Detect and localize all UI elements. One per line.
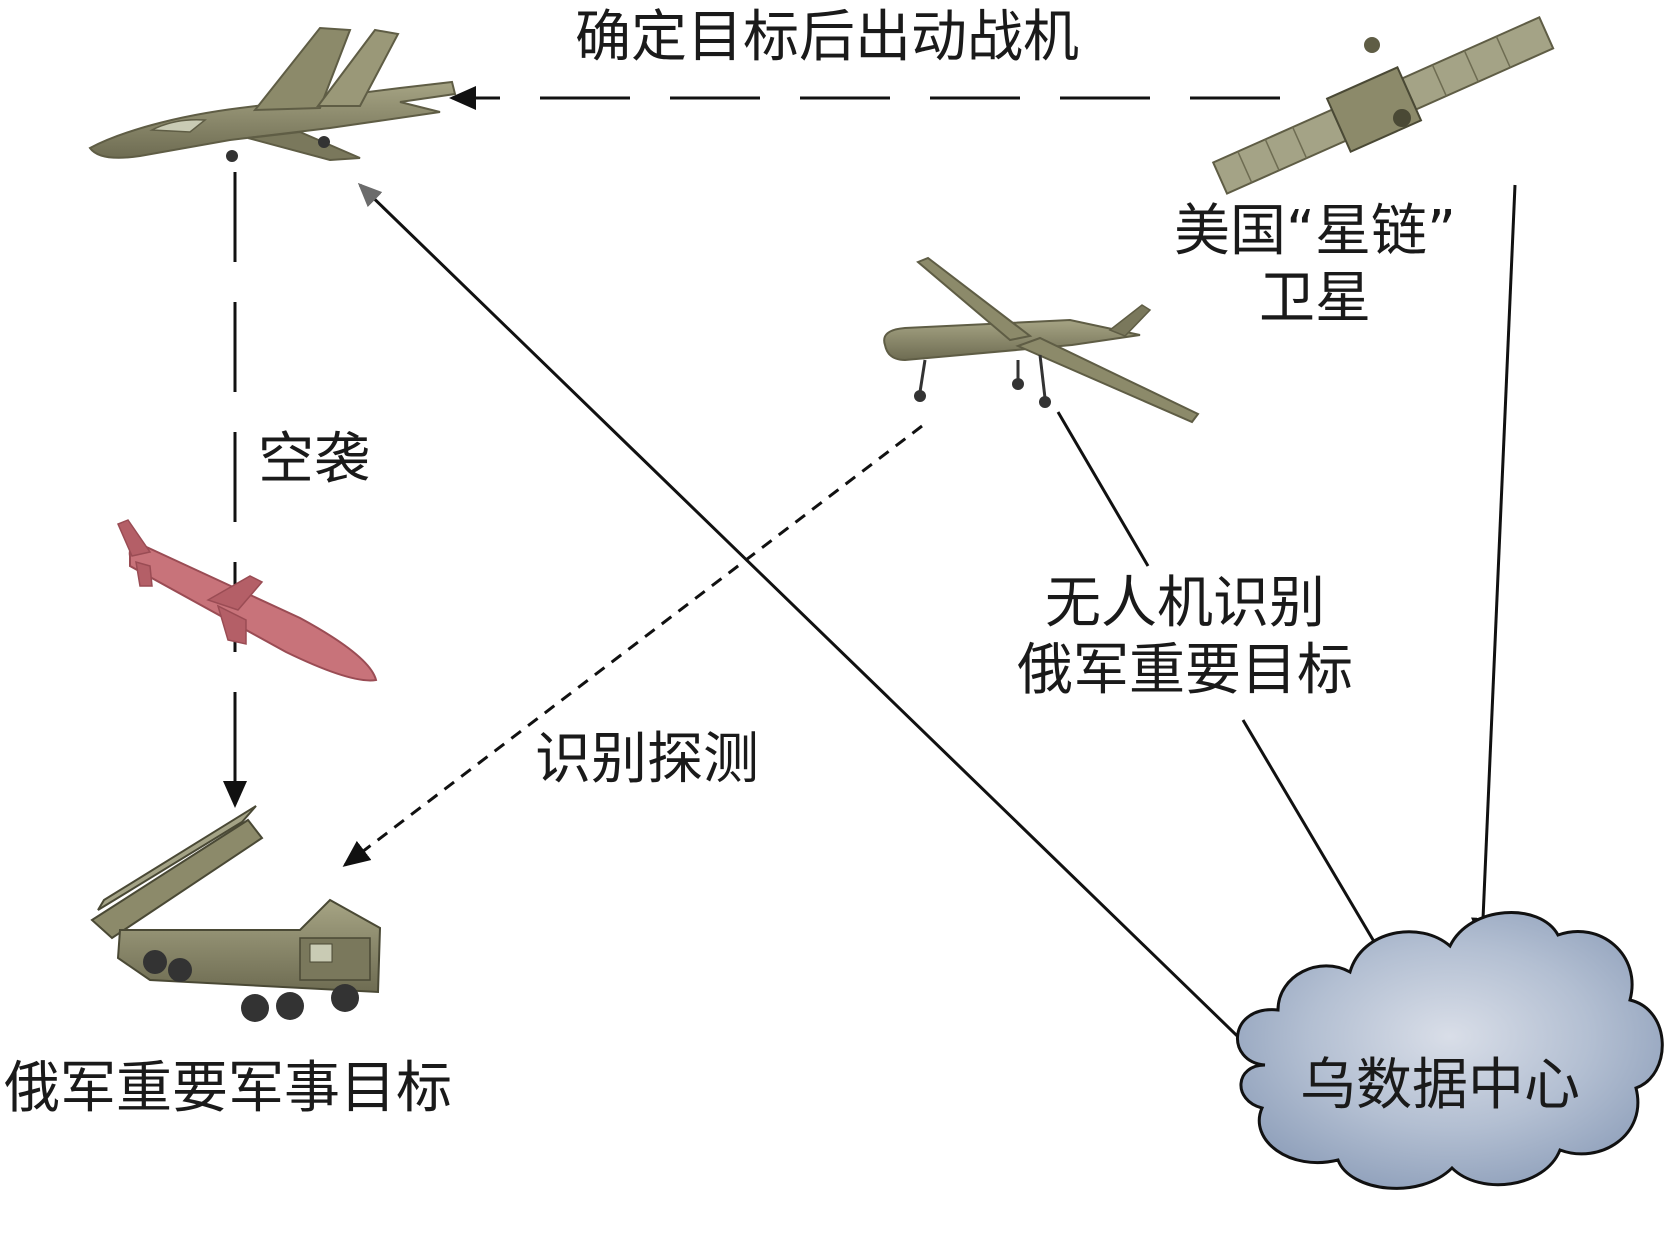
missile-icon (117, 519, 378, 682)
data-center-label: 乌数据中心 (1300, 1053, 1580, 1118)
drone-to-datacenter-line-b (1241, 719, 1394, 973)
datacenter-to-fighter-arrow (357, 182, 1264, 1062)
satellite-icon (1211, 16, 1555, 195)
data-center-cloud-icon (1235, 911, 1664, 1190)
drone-label-line2: 俄军重要目标 (1017, 638, 1353, 704)
air-strike-label: 空袭 (258, 427, 370, 492)
detection-label: 识别探测 (535, 727, 759, 792)
missile-launcher-truck-icon (90, 805, 382, 1022)
satellite-label-line2: 卫星 (1259, 266, 1371, 332)
drone-icon (883, 256, 1200, 424)
fighter-dispatch-label: 确定目标后出动战机 (575, 5, 1079, 70)
target-label: 俄军重要军事目标 (4, 1056, 452, 1121)
drone-to-datacenter-line-a (1056, 411, 1150, 567)
drone-to-target-arrow (342, 424, 923, 867)
drone-label-line1: 无人机识别 (1045, 571, 1325, 636)
satellite-label-line1: 美国“星链” (1173, 199, 1457, 264)
drone-label: 无人机识别 俄军重要目标 (975, 570, 1395, 704)
fighter-jet-icon (88, 26, 457, 162)
satellite-to-datacenter-arrow (1471, 184, 1517, 945)
satellite-label: 美国“星链” 卫星 (1155, 198, 1475, 332)
